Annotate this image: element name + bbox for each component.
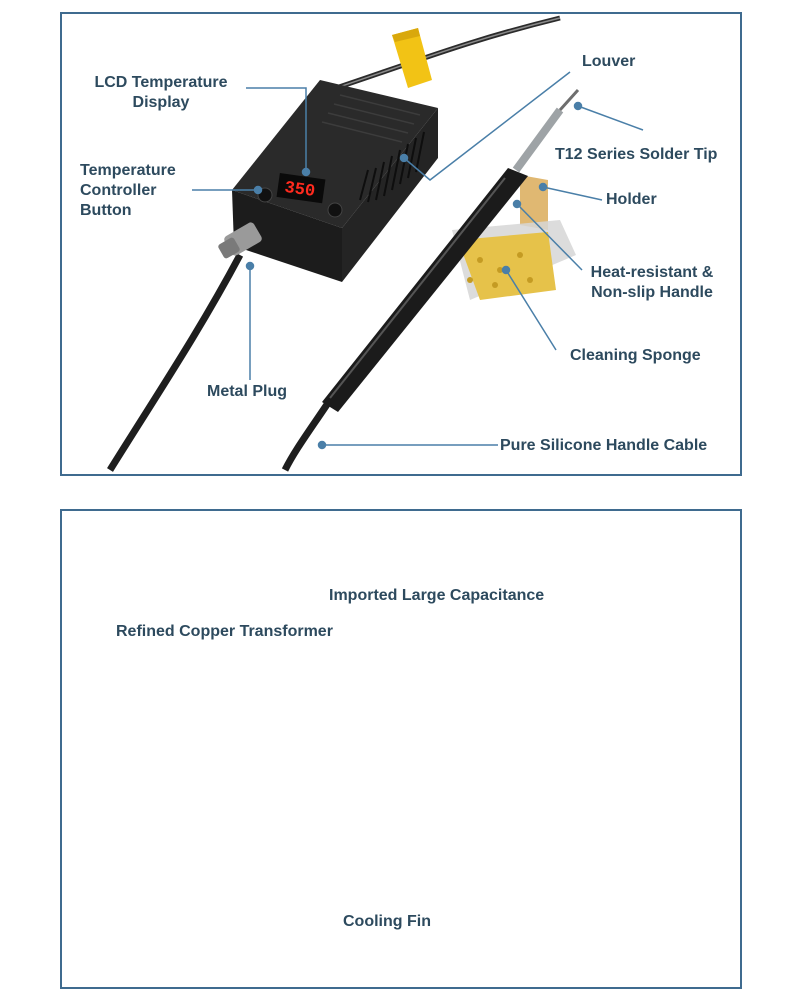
metal-plug-label: Metal Plug (207, 383, 288, 400)
lcd-display-label-line2: Display (132, 94, 190, 111)
handle-label-line1: Heat-resistant & (590, 264, 714, 281)
sponge-label: Cleaning Sponge (570, 347, 701, 364)
temp-button-label-line1: Temperature (80, 162, 176, 179)
transformer-label: Refined Copper Transformer (116, 623, 333, 640)
temp-button-label-line3: Button (80, 202, 132, 219)
lcd-display-label-line1: LCD Temperature (94, 74, 228, 91)
top-product-panel (60, 12, 742, 476)
upper-cable (329, 15, 561, 93)
yellow-cable-tag (392, 28, 432, 88)
temp-button-label-line2: Controller (80, 182, 157, 199)
display-digits: 350 (283, 179, 316, 202)
louver-label: Louver (582, 53, 636, 70)
handle-label-line2: Non-slip Handle (591, 284, 713, 301)
temp-button-label: Temperature Controller Button (80, 161, 176, 221)
holder-label: Holder (606, 191, 657, 208)
cooling-fin-label: Cooling Fin (343, 913, 431, 930)
solder-iron (281, 88, 580, 472)
lcd-display-label: LCD Temperature Display (86, 73, 236, 113)
handle-label: Heat-resistant & Non-slip Handle (582, 263, 722, 303)
top-leader-lines (192, 71, 644, 450)
solder-tip-label: T12 Series Solder Tip (555, 146, 718, 163)
cable-label: Pure Silicone Handle Cable (500, 437, 708, 454)
bottom-product-panel (60, 509, 742, 989)
capacitance-label: Imported Large Capacitance (329, 587, 545, 604)
power-cable (107, 253, 244, 472)
controller-box (218, 80, 438, 282)
